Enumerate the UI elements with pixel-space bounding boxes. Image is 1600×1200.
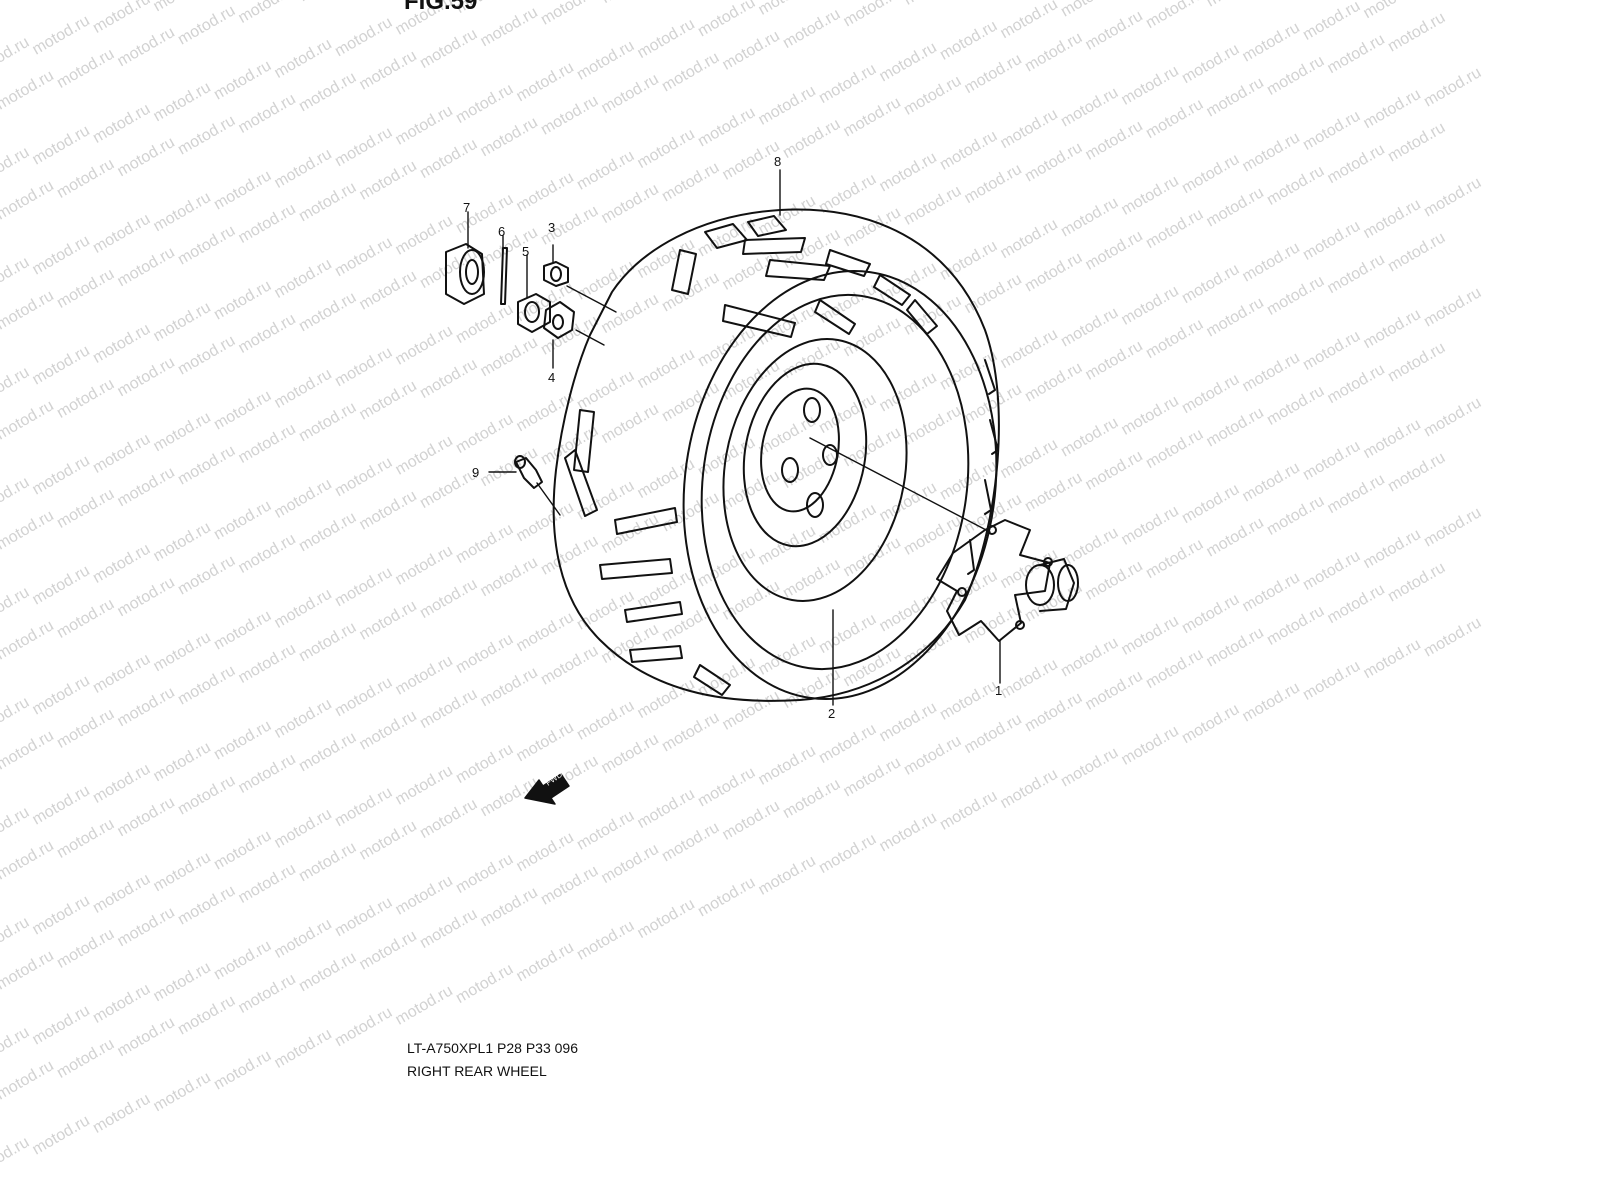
- hub-cap-icon: [445, 243, 485, 305]
- callout-2: 2: [828, 706, 835, 721]
- cotter-pin-icon: [500, 247, 508, 305]
- callout-6: 6: [498, 224, 505, 239]
- wheel-hub-icon: [936, 519, 1079, 642]
- valve-stem-icon: [514, 455, 543, 489]
- leader-lines: [467, 169, 1001, 706]
- washer-icon: [543, 301, 575, 339]
- caption-model-code: LT-A750XPL1 P28 P33 096: [407, 1040, 578, 1056]
- nut-icon: [543, 261, 569, 287]
- caption-title: RIGHT REAR WHEEL: [407, 1063, 547, 1079]
- callout-8: 8: [774, 154, 781, 169]
- callout-5: 5: [522, 244, 529, 259]
- callout-4: 4: [548, 370, 555, 385]
- callout-9: 9: [472, 465, 479, 480]
- callout-1: 1: [995, 683, 1002, 698]
- wheel-rim-icon: [722, 338, 908, 602]
- callout-3: 3: [548, 220, 555, 235]
- castle-nut-icon: [517, 293, 551, 333]
- callout-7: 7: [463, 200, 470, 215]
- figure-header: FIG.59: [404, 0, 478, 15]
- forward-direction-arrow: [524, 773, 570, 805]
- tire-icon: [552, 208, 1000, 702]
